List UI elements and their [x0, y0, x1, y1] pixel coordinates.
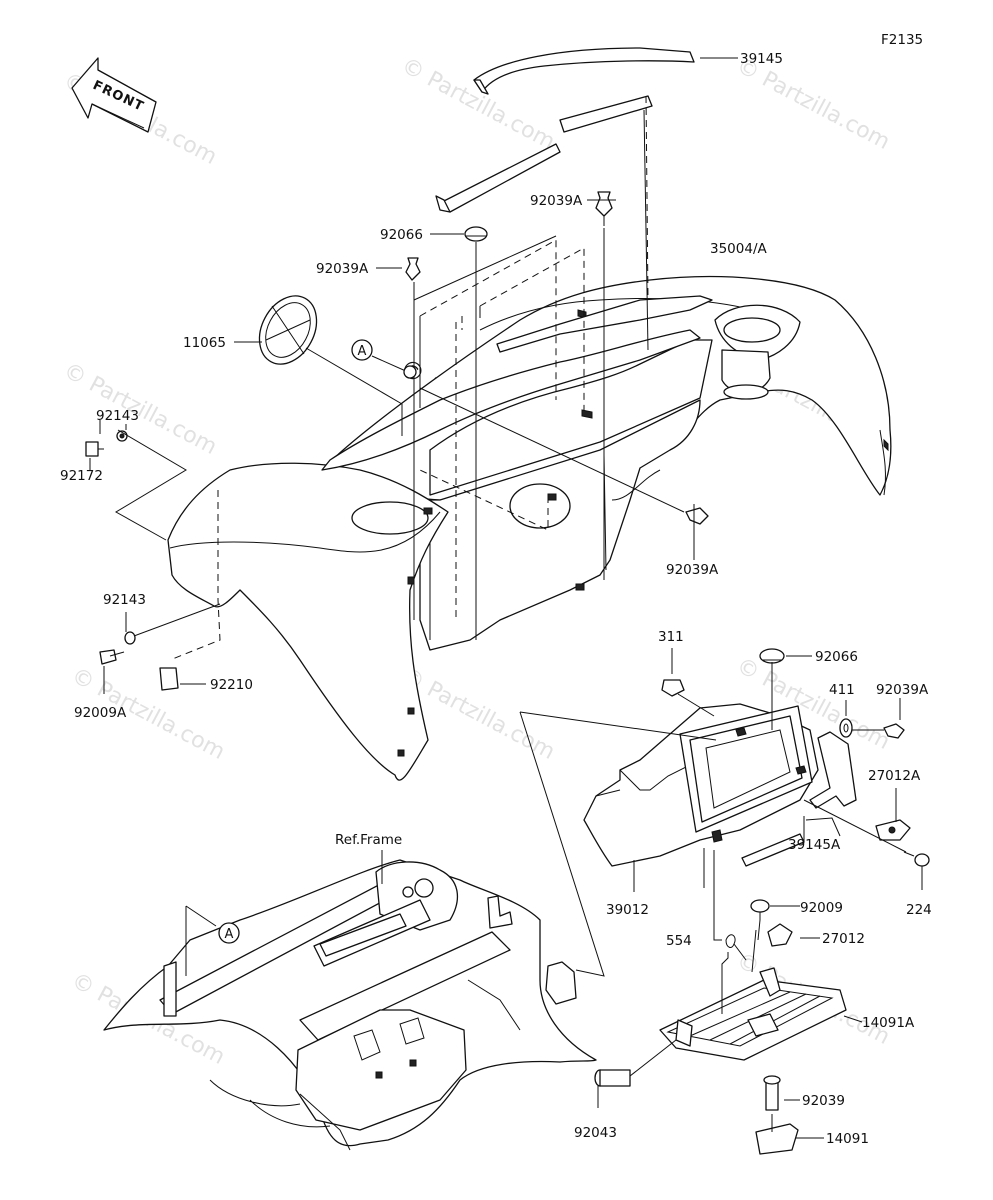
ref-marker-label: A: [358, 344, 367, 359]
callout-11065: 11065: [183, 335, 226, 351]
callout-labels: 39145 92039A 92066 35004/A 92039A 11065 …: [60, 51, 932, 1147]
plug-92066-top: [464, 226, 488, 242]
callout-92009: 92009: [800, 900, 843, 916]
screw-92172: [85, 441, 104, 457]
ref-frame-label: Ref.Frame: [335, 832, 402, 848]
frame-reference-sketch: [103, 859, 597, 1151]
callout-311: 311: [658, 629, 684, 645]
pin-554: [725, 934, 747, 961]
fastener-92039A-right: [883, 723, 905, 739]
callout-27012: 27012: [822, 931, 865, 947]
callout-92066-right: 92066: [815, 649, 858, 665]
callout-39145: 39145: [740, 51, 783, 67]
tool-box-39012: [583, 703, 819, 867]
nut-311: [661, 679, 685, 697]
callout-92039: 92039: [802, 1093, 845, 1109]
callout-92172: 92172: [60, 468, 103, 484]
callout-14091A: 14091A: [862, 1015, 915, 1031]
callout-92039A-right: 92039A: [876, 682, 929, 698]
bolt-92039: [763, 1075, 781, 1111]
diagram-id: F2135: [881, 32, 923, 48]
screw-224: [903, 851, 930, 867]
plug-92066-right: [759, 648, 785, 664]
callout-92210: 92210: [210, 677, 253, 693]
fastener-92039A-mid: [685, 507, 709, 525]
callout-14091: 14091: [826, 1131, 869, 1147]
seal-39145A: [741, 731, 857, 867]
callout-92009A: 92009A: [74, 705, 127, 721]
latch-14091: [755, 1123, 799, 1155]
clip-27012: [767, 923, 793, 947]
watermark-text: © Partzilla.com: [59, 358, 221, 460]
leader-lines-toolbox: [519, 648, 923, 1139]
callout-92039A-top: 92039A: [530, 193, 583, 209]
callout-554: 554: [666, 933, 692, 949]
screw-92009A: [99, 649, 125, 665]
watermark-text: © Partzilla.com: [397, 53, 559, 155]
storage-tub: [419, 309, 713, 651]
callout-39012: 39012: [606, 902, 649, 918]
rail-seal-39145: [435, 47, 695, 213]
washer-411: [839, 718, 853, 738]
screw-92009: [750, 899, 770, 920]
bracket-27012A: [875, 819, 911, 841]
callout-92039A-mid: 92039A: [666, 562, 719, 578]
left-fender: [167, 462, 449, 781]
pin-92043: [594, 1069, 631, 1087]
callout-92143-mid: 92143: [103, 592, 146, 608]
leader-lines-top: [89, 57, 738, 694]
ref-marker-A-bottom: A: [218, 922, 240, 944]
callout-92066-top: 92066: [380, 227, 423, 243]
ref-marker-label: A: [225, 927, 234, 942]
front-arrow-icon: FRONT: [71, 57, 157, 133]
callout-411: 411: [829, 682, 855, 698]
watermark-text: © Partzilla.com: [732, 53, 894, 155]
nut-92210: [159, 667, 179, 691]
callout-39145A: 39145A: [788, 837, 841, 853]
ref-marker-A-top: A: [351, 339, 417, 379]
callout-92039A-left: 92039A: [316, 261, 369, 277]
cap-11065: [258, 295, 318, 365]
tray-14091A: [659, 967, 847, 1061]
callout-92143-top: 92143: [96, 408, 139, 424]
callout-27012A: 27012A: [868, 768, 921, 784]
washer-92143-mid: [124, 631, 136, 645]
fastener-92039A-top: [595, 191, 613, 226]
callout-224: 224: [906, 902, 932, 918]
callout-92043: 92043: [574, 1125, 617, 1141]
fastener-92039A-left: [405, 257, 421, 281]
callout-35004A: 35004/A: [710, 241, 767, 257]
